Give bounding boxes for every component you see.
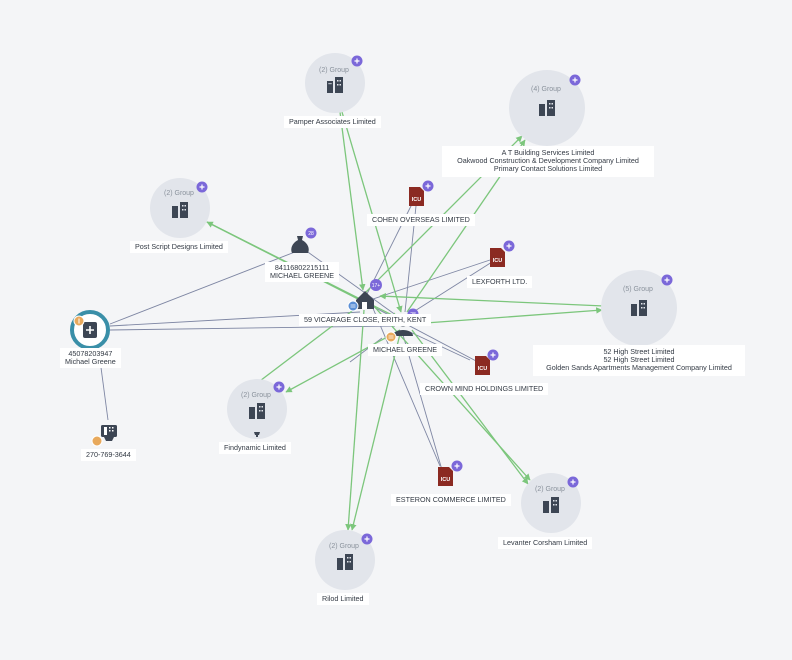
plus-icon bbox=[454, 463, 460, 469]
group-node-postscript[interactable] bbox=[150, 178, 210, 238]
buildings-icon bbox=[337, 554, 353, 570]
pin-icon bbox=[254, 432, 260, 437]
group-count-label: (2) Group bbox=[319, 67, 349, 74]
edge bbox=[285, 329, 401, 393]
buildings-icon bbox=[631, 300, 647, 316]
edge bbox=[341, 111, 403, 313]
plus-icon bbox=[276, 384, 282, 390]
company-node-cohen[interactable]: ICU bbox=[409, 180, 434, 207]
edge bbox=[371, 305, 441, 467]
group-label-findynamic[interactable]: Findynamic Limited bbox=[219, 442, 291, 455]
group-node-abuild[interactable] bbox=[509, 70, 585, 146]
address-label[interactable]: 59 VICARAGE CLOSE, ERITH, KENT bbox=[299, 314, 432, 327]
icu-text: ICU bbox=[412, 197, 422, 203]
document-icon bbox=[438, 467, 453, 486]
document-icon bbox=[490, 248, 505, 267]
coin-icon bbox=[91, 435, 103, 447]
edge bbox=[345, 309, 365, 531]
address-node[interactable]: 17+ bbox=[347, 279, 382, 312]
plus-icon bbox=[506, 243, 512, 249]
edge bbox=[339, 111, 366, 291]
group-label-fifty-two[interactable]: 52 High Street Limited 52 High Street Li… bbox=[533, 345, 745, 376]
icu-text: ICU bbox=[441, 477, 451, 483]
edge bbox=[379, 293, 605, 307]
money-bag-icon bbox=[291, 236, 309, 253]
group-label-abuild[interactable]: A T Building Services Limited Oakwood Co… bbox=[442, 146, 654, 177]
phone-label[interactable]: 270-769-3644 bbox=[81, 449, 136, 462]
edge bbox=[304, 249, 401, 319]
account-name: MICHAEL GREENE bbox=[270, 271, 335, 281]
plus-icon bbox=[199, 184, 205, 190]
buildings-icon bbox=[543, 497, 559, 513]
group-label-line: 52 High Street Limited bbox=[603, 347, 675, 356]
group-count-label: (4) Group bbox=[531, 86, 561, 93]
group-label-postscript[interactable]: Post Script Designs Limited bbox=[130, 241, 228, 254]
company-node-crown[interactable]: ICU bbox=[475, 349, 499, 376]
buildings-icon bbox=[539, 100, 555, 116]
group-node-pamper[interactable] bbox=[305, 53, 365, 113]
phone-id-number: 45078203947 bbox=[68, 349, 113, 358]
group-count-label: (5) Group bbox=[623, 286, 653, 293]
phone-id-label[interactable]: 45078203947 Michael Greene bbox=[60, 348, 121, 369]
buildings-icon bbox=[172, 202, 188, 218]
buildings-icon bbox=[327, 77, 343, 93]
plus-icon bbox=[425, 183, 431, 189]
company-node-lexforth[interactable]: ICU bbox=[490, 240, 515, 268]
company-label-esteron[interactable]: ESTERON COMMERCE LIMITED bbox=[391, 494, 511, 507]
edge bbox=[402, 334, 443, 471]
plus-icon bbox=[664, 277, 670, 283]
edge bbox=[411, 307, 603, 325]
person-label[interactable]: MICHAEL GREENE bbox=[368, 344, 443, 357]
count-badge-text: 28 bbox=[308, 231, 314, 237]
count-badge-text: 17+ bbox=[372, 283, 381, 289]
edge bbox=[409, 261, 493, 315]
plus-icon bbox=[364, 536, 370, 542]
count-badge bbox=[305, 227, 317, 239]
group-label-line: Golden Sands Apartments Management Compa… bbox=[546, 363, 732, 373]
document-icon bbox=[475, 356, 490, 375]
group-count-label: (2) Group bbox=[241, 392, 271, 399]
company-label-lexforth[interactable]: LEXFORTH LTD. bbox=[467, 276, 533, 289]
address-type-icon bbox=[347, 300, 359, 312]
plus-icon bbox=[570, 479, 576, 485]
company-label-crown[interactable]: CROWN MIND HOLDINGS LIMITED bbox=[420, 383, 549, 396]
plus-icon bbox=[572, 77, 578, 83]
house-icon bbox=[356, 291, 374, 309]
group-node-fifty-two[interactable] bbox=[601, 270, 677, 346]
coin-icon bbox=[385, 331, 397, 343]
group-count-label: (2) Group bbox=[329, 543, 359, 550]
group-count-label: (2) Group bbox=[164, 190, 194, 197]
group-count-label: (2) Group bbox=[535, 486, 565, 493]
phone-id-name: Michael Greene bbox=[65, 357, 116, 367]
plus-icon bbox=[354, 58, 360, 64]
document-icon bbox=[409, 187, 424, 206]
phone-node[interactable] bbox=[91, 425, 117, 447]
edge bbox=[350, 333, 401, 531]
company-node-esteron[interactable]: ICU bbox=[438, 460, 463, 487]
account-label[interactable]: 84116802215111 MICHAEL GREENE bbox=[265, 262, 340, 283]
group-label-line: Oakwood Construction & Development Compa… bbox=[457, 156, 639, 166]
count-badge bbox=[370, 279, 382, 291]
account-node[interactable]: 28 bbox=[291, 227, 317, 254]
group-label-pamper[interactable]: Pamper Associates Limited bbox=[284, 116, 381, 129]
icu-text: ICU bbox=[478, 366, 488, 372]
group-label-line: A T Building Services Limited bbox=[501, 148, 595, 157]
plus-icon bbox=[490, 352, 496, 358]
group-label-line: 52 High Street Limited bbox=[603, 355, 675, 365]
group-node-findynamic[interactable] bbox=[227, 379, 287, 439]
group-node-levanter[interactable] bbox=[521, 473, 581, 533]
group-label-line: Primary Contact Solutions Limited bbox=[493, 164, 603, 174]
edge bbox=[369, 259, 491, 301]
group-label-rilod[interactable]: Rilod Limited bbox=[317, 593, 369, 606]
edge bbox=[109, 325, 396, 331]
company-label-cohen[interactable]: COHEN OVERSEAS LIMITED bbox=[367, 214, 475, 227]
account-number: 84116802215111 bbox=[274, 263, 330, 272]
icu-text: ICU bbox=[493, 258, 503, 264]
phone-id-node[interactable] bbox=[70, 310, 110, 350]
group-node-rilod[interactable] bbox=[315, 530, 375, 590]
buildings-icon bbox=[249, 403, 265, 419]
group-label-levanter[interactable]: Levanter Corsham Limited bbox=[498, 537, 593, 550]
